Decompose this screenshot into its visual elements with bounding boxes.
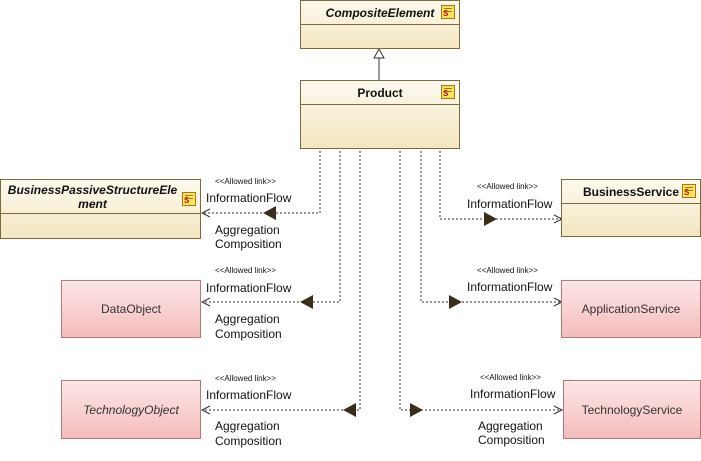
stereotype-icon: S [182,192,196,206]
composition-label: Composition [478,433,545,447]
open-arrow [553,405,564,415]
stereotype-icon: S [682,184,696,198]
target-name: DataObject [100,302,162,316]
flow-triangle [263,206,276,220]
information-flow-label: InformationFlow [467,197,553,211]
information-flow-label: InformationFlow [470,387,556,401]
allowed-link-label: <<Allowed link>> [215,177,276,186]
information-flow-label: InformationFlow [206,191,292,205]
class-name: CompositeElement [301,1,459,25]
class-business-passive-structure-element[interactable]: BusinessPassiveStructureElement S [0,179,201,239]
information-flow-label: InformationFlow [467,280,553,294]
flow-triangle [449,295,462,309]
allowed-link-label: <<Allowed link>> [477,266,538,275]
aggregation-label: Aggregation [478,419,543,433]
link-bpse [202,151,321,214]
composition-label: Composition [215,237,282,251]
flow-triangle [484,212,497,226]
allowed-link-label: <<Allowed link>> [215,374,276,383]
link-applicationservice [420,151,562,303]
composition-label: Composition [215,434,282,448]
class-name: Product [301,81,459,105]
flow-triangle [410,403,423,417]
information-flow-label: InformationFlow [206,388,292,402]
information-flow-label: InformationFlow [206,281,292,295]
class-business-service[interactable]: BusinessService S [561,179,701,237]
target-data-object[interactable]: DataObject [61,280,201,338]
composition-label: Composition [215,327,282,341]
flow-triangle [343,403,356,417]
aggregation-label: Aggregation [215,312,280,326]
target-name: ApplicationService [581,302,681,316]
class-composite-element[interactable]: CompositeElement S [300,0,460,49]
class-name: BusinessService [562,180,700,204]
class-name: BusinessPassiveStructureElement [1,180,200,214]
open-arrow [200,405,211,415]
target-application-service[interactable]: ApplicationService [561,280,701,338]
stereotype-icon: S [441,85,455,99]
link-technologyobject [202,151,361,411]
target-name: TechnologyService [581,402,683,417]
stereotype-icon: S [441,5,455,19]
target-technology-service[interactable]: TechnologyService [563,380,701,439]
target-technology-object[interactable]: TechnologyObject [61,380,201,439]
allowed-link-label: <<Allowed link>> [215,266,276,275]
flow-triangle [300,295,313,309]
allowed-link-label: <<Allowed link>> [477,182,538,191]
generalization-arrow [373,47,385,59]
aggregation-label: Aggregation [215,419,280,433]
allowed-link-label: <<Allowed link>> [480,373,541,382]
open-arrow [200,297,211,307]
class-product[interactable]: Product S [300,80,460,149]
aggregation-label: Aggregation [215,223,280,237]
target-name: TechnologyObject [83,402,179,417]
open-arrow [200,208,211,218]
link-businessservice [439,151,562,220]
